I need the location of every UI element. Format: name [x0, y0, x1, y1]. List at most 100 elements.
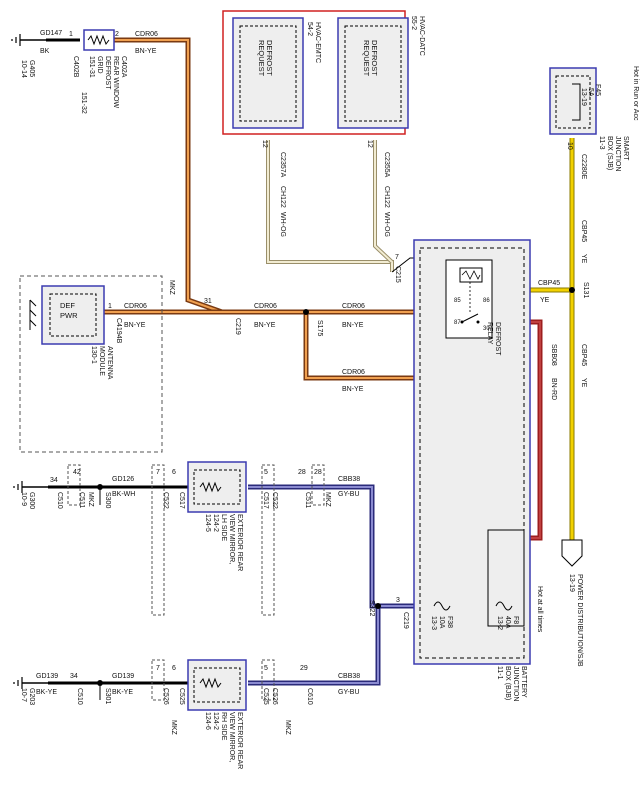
antenna-mkz-area — [19, 275, 163, 453]
sjb-box — [549, 67, 597, 135]
label-c610: C610 — [306, 688, 313, 705]
label-emtc-conn: C2357A — [279, 152, 286, 178]
label-f45-ref: 13-19 — [580, 88, 587, 106]
label-sbb08: SBB08 — [550, 344, 557, 366]
ground-wires — [46, 38, 190, 700]
label-datc-pin: 12 — [366, 140, 373, 148]
defrost-relay-box — [445, 259, 493, 339]
power-distribution-arrow — [561, 539, 583, 567]
label-c526-pin: 7 — [156, 665, 160, 672]
label-s300: S300 — [104, 492, 111, 508]
label-c402a: C402A — [120, 56, 127, 78]
label-c2280e: C2280E — [580, 154, 587, 180]
label-antenna-name1: ANTENNA — [106, 346, 113, 380]
label-gd147: GD147 — [40, 30, 62, 37]
label-f8-ref: 13-2 — [496, 616, 503, 630]
splice-s322 — [375, 603, 381, 609]
label-mid-cdr06: CDR06 — [254, 303, 277, 310]
label-f45-amp: 5A — [587, 88, 594, 97]
label-gd139: GD139 — [112, 673, 134, 680]
label-def: DEF — [60, 301, 75, 310]
label-c526: C526 — [162, 688, 169, 705]
label-grid-ref2: 151-32 — [80, 92, 87, 114]
ground-symbol-g203 — [13, 677, 48, 689]
label-c4194b: C4194B — [115, 318, 122, 344]
ground-symbol-g300 — [13, 481, 48, 493]
label-pin-a: 1 — [69, 31, 73, 38]
label-relay-85: 85 — [454, 298, 461, 304]
label-cdr06-top: CDR06 — [135, 31, 158, 38]
label-c517: C517 — [178, 492, 185, 509]
splice-s301 — [97, 680, 103, 686]
label-sjb-name-ref: 11-3 — [598, 136, 605, 150]
label-g405: G405 — [28, 60, 35, 77]
splice-s131 — [569, 287, 575, 293]
bn-ye-wire-branch — [303, 312, 420, 381]
label-rh-name2: VIEW MIRROR, — [228, 712, 235, 762]
label-antenna-cdr06: CDR06 — [124, 303, 147, 310]
label-c517-pin: 6 — [172, 469, 176, 476]
label-rh-mkz: MKZ — [170, 720, 177, 736]
ye-wire — [490, 138, 575, 540]
label-relay-bnye-1: BN-YE — [342, 322, 364, 329]
label-hot-all-times: Hot at all times — [536, 586, 543, 633]
label-relay-87: 87 — [454, 320, 461, 326]
label-emtc-name: HVAC-EMTC — [314, 22, 321, 63]
antenna-icon — [29, 299, 37, 330]
label-grid-ref1: 151-31 — [88, 56, 95, 78]
label-relay-name2: RELAY — [486, 322, 493, 345]
label-emtc-pin: 12 — [261, 140, 268, 148]
label-gybu-lh: GY-BU — [338, 491, 360, 498]
label-cbp45-low: CBP45 — [580, 344, 587, 366]
label-bkye-left: BK-YE — [36, 689, 57, 696]
label-power-dist: POWER DISTRIBUTION/SJB — [576, 574, 583, 667]
label-gybu-rh: GY-BU — [338, 689, 360, 696]
label-lh-c511: C511 — [78, 492, 85, 508]
label-c219-pin: 31 — [204, 298, 212, 305]
label-c510-r: C511 — [304, 492, 311, 508]
label-f8-amp: 40A — [504, 616, 511, 629]
label-datc-req2: REQUEST — [362, 40, 371, 77]
label-c525-pin: 6 — [172, 665, 176, 672]
label-emtc-color: WH-OG — [279, 212, 286, 237]
label-lh-name3: LH SIDE — [220, 514, 227, 542]
label-datc-req1: DEFROST — [370, 40, 379, 76]
label-rh-mkz-r: MKZ — [284, 720, 291, 736]
label-pwr: PWR — [60, 311, 78, 320]
label-f38: F38 — [446, 616, 453, 628]
label-rh-name3: RH SIDE — [220, 712, 227, 741]
label-rh-right-pin: 5 — [264, 665, 268, 672]
label-antenna-name2: MODULE — [98, 346, 105, 376]
label-c610-pin: 29 — [300, 665, 308, 672]
label-c219-bjb-pin: 3 — [396, 597, 400, 604]
label-rh-34: 34 — [70, 673, 78, 680]
label-relay-cdr06-2: CDR06 — [342, 369, 365, 376]
label-f8: F8 — [512, 616, 519, 624]
label-bk: BK — [40, 48, 50, 55]
label-grid-2: DEFROST — [104, 56, 111, 90]
label-gd139-left: GD139 — [36, 673, 58, 680]
label-f45: F45 — [594, 84, 601, 96]
hvac-emtc-box — [232, 17, 304, 129]
label-bkye: BK-YE — [112, 689, 133, 696]
label-cbp45-top: CBP45 — [580, 220, 587, 242]
label-s322: S322 — [368, 600, 375, 616]
label-lh-name1: EXTERIOR REAR — [236, 514, 243, 571]
label-mkz-r: MKZ — [324, 492, 331, 508]
label-emtc-ref: 54-2 — [306, 22, 313, 36]
label-lh-34: 34 — [50, 477, 58, 484]
ground-symbol-g405 — [11, 34, 46, 46]
label-c525: C525 — [178, 688, 185, 705]
label-cbb38-rh: CBB38 — [338, 673, 360, 680]
label-c219-bjb: C219 — [402, 612, 409, 629]
label-s301: S301 — [104, 688, 111, 704]
label-g300-ref: 10-9 — [20, 492, 27, 506]
label-bjb-name1: BATTERY — [520, 666, 527, 698]
label-ye-h: YE — [540, 297, 550, 304]
label-ye-top: YE — [580, 254, 587, 264]
label-g300: G300 — [28, 492, 35, 509]
label-g405-ref: 10-14 — [20, 60, 27, 78]
label-f38-amp: 10A — [438, 616, 445, 629]
label-cbp45-h: CBP45 — [538, 280, 560, 287]
